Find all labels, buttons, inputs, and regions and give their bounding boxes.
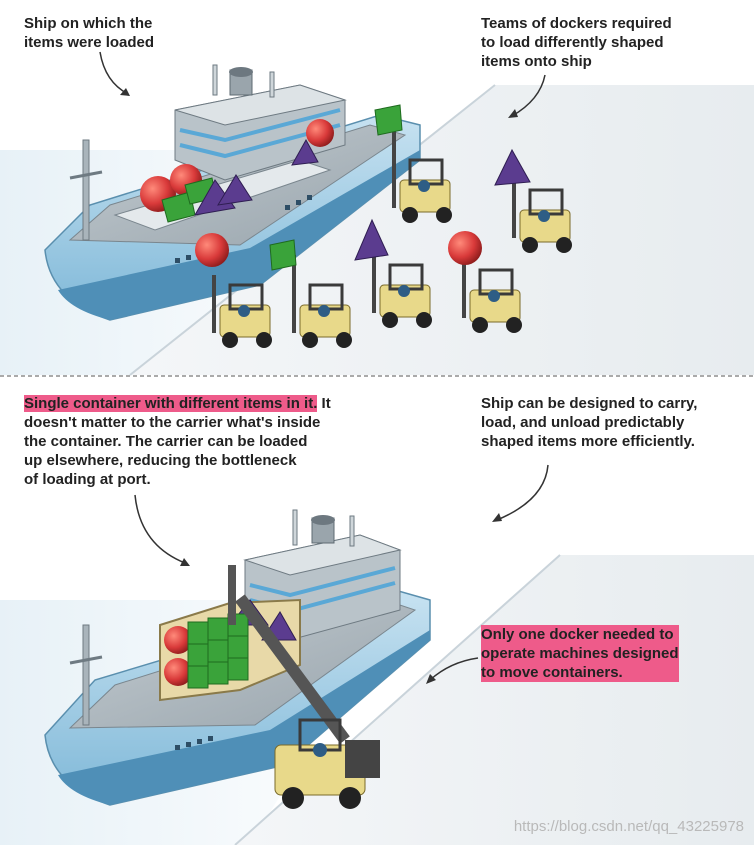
label-ship-designed: Ship can be designed to carry, load, and… [481, 395, 698, 450]
highlight-single-container: Single container with different items in… [24, 395, 318, 412]
crane [228, 565, 350, 744]
reach-stacker [274, 718, 380, 809]
label-ship-loaded: Ship on which the items were loaded [24, 15, 155, 51]
label-teams-of-dockers: Teams of dockers required to load differ… [481, 15, 672, 70]
top-ship [44, 64, 421, 321]
label-one-docker: Only one docker needed to operate machin… [481, 625, 679, 682]
top-dock [130, 85, 754, 375]
label-single-container: Single container with different items in… [24, 394, 331, 489]
top-forklifts [212, 104, 572, 348]
top-scene [0, 51, 754, 376]
label-single-container-rest: It doesn't matter to the carrier what's … [24, 395, 331, 488]
watermark: https://blog.csdn.net/qq_43225978 [513, 818, 744, 835]
bottom-scene [0, 464, 754, 845]
